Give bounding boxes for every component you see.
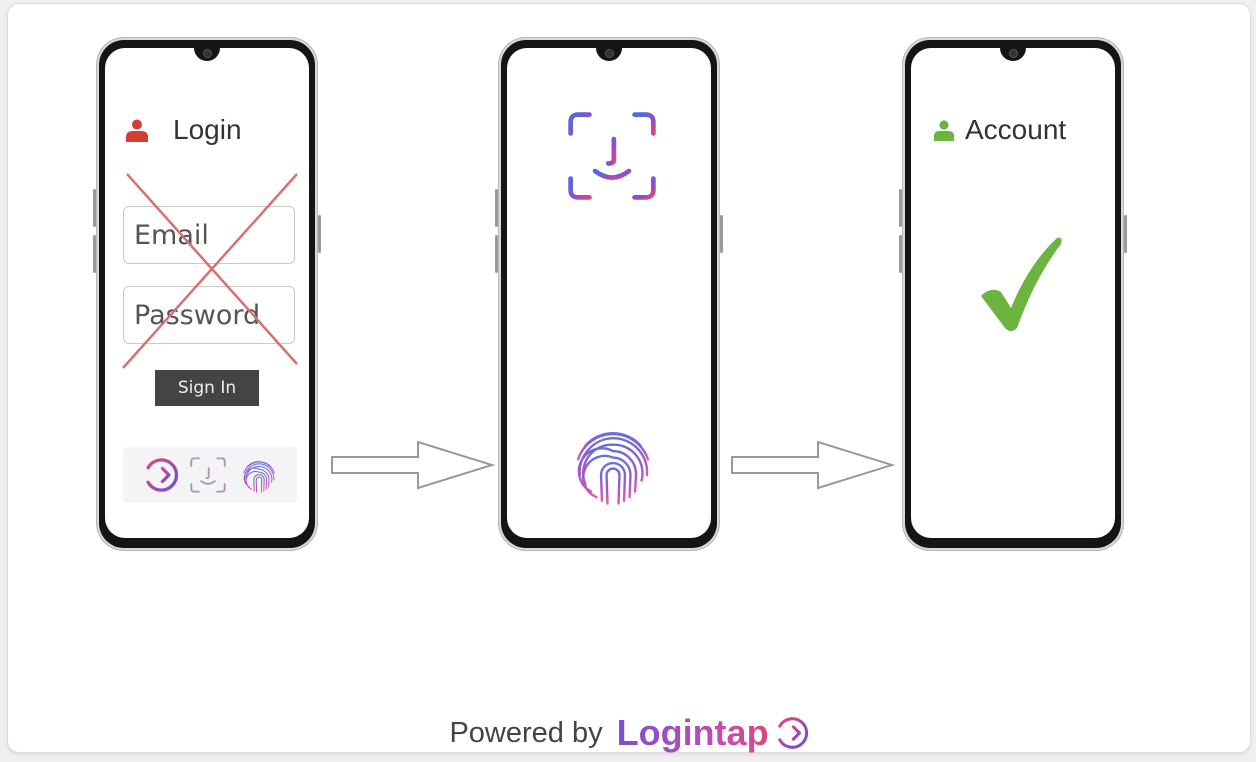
- footer: Powered by Logintap: [8, 712, 1250, 754]
- side-button: [495, 235, 498, 273]
- side-button: [93, 189, 96, 227]
- phone-account: Account: [899, 37, 1127, 551]
- camera-notch: [194, 47, 220, 61]
- phone-screen: [507, 48, 711, 538]
- side-button: [93, 235, 96, 273]
- user-icon: [933, 119, 955, 141]
- sign-in-button[interactable]: Sign In: [155, 370, 259, 406]
- camera-notch: [1000, 47, 1026, 61]
- side-button: [318, 215, 321, 253]
- fingerprint-icon[interactable]: [567, 416, 659, 512]
- arrow-right-icon: [331, 440, 496, 490]
- account-header: Account: [933, 114, 1066, 146]
- face-id-icon[interactable]: [189, 456, 227, 494]
- powered-by-label: Powered by: [449, 716, 603, 749]
- checkmark-icon: [981, 237, 1062, 331]
- side-button: [720, 215, 723, 253]
- face-id-icon[interactable]: [565, 106, 659, 206]
- fingerprint-icon[interactable]: [239, 455, 279, 495]
- phone-login: Login Email Password Sign In: [93, 37, 321, 551]
- phone-biometric: [495, 37, 723, 551]
- auth-methods-bar: [123, 447, 297, 503]
- side-button: [899, 189, 902, 227]
- password-field[interactable]: Password: [123, 286, 295, 344]
- login-header: Login: [125, 114, 242, 146]
- logintap-icon: [775, 716, 809, 750]
- side-button: [899, 235, 902, 273]
- arrow-right-icon: [731, 440, 896, 490]
- side-button: [495, 189, 498, 227]
- camera-notch: [596, 47, 622, 61]
- phone-bezel: [501, 40, 717, 548]
- user-icon: [125, 118, 149, 142]
- login-title: Login: [173, 114, 242, 145]
- account-title: Account: [965, 114, 1067, 145]
- phone-screen: Login Email Password Sign In: [105, 48, 309, 538]
- cross-out-icon: [122, 173, 298, 369]
- phone-bezel: Login Email Password Sign In: [99, 40, 315, 548]
- logintap-icon[interactable]: [143, 457, 179, 493]
- phone-screen: Account: [911, 48, 1115, 538]
- diagram-card: Login Email Password Sign In: [7, 3, 1251, 753]
- side-button: [1124, 215, 1127, 253]
- phone-bezel: Account: [905, 40, 1121, 548]
- brand-name[interactable]: Logintap: [616, 712, 769, 753]
